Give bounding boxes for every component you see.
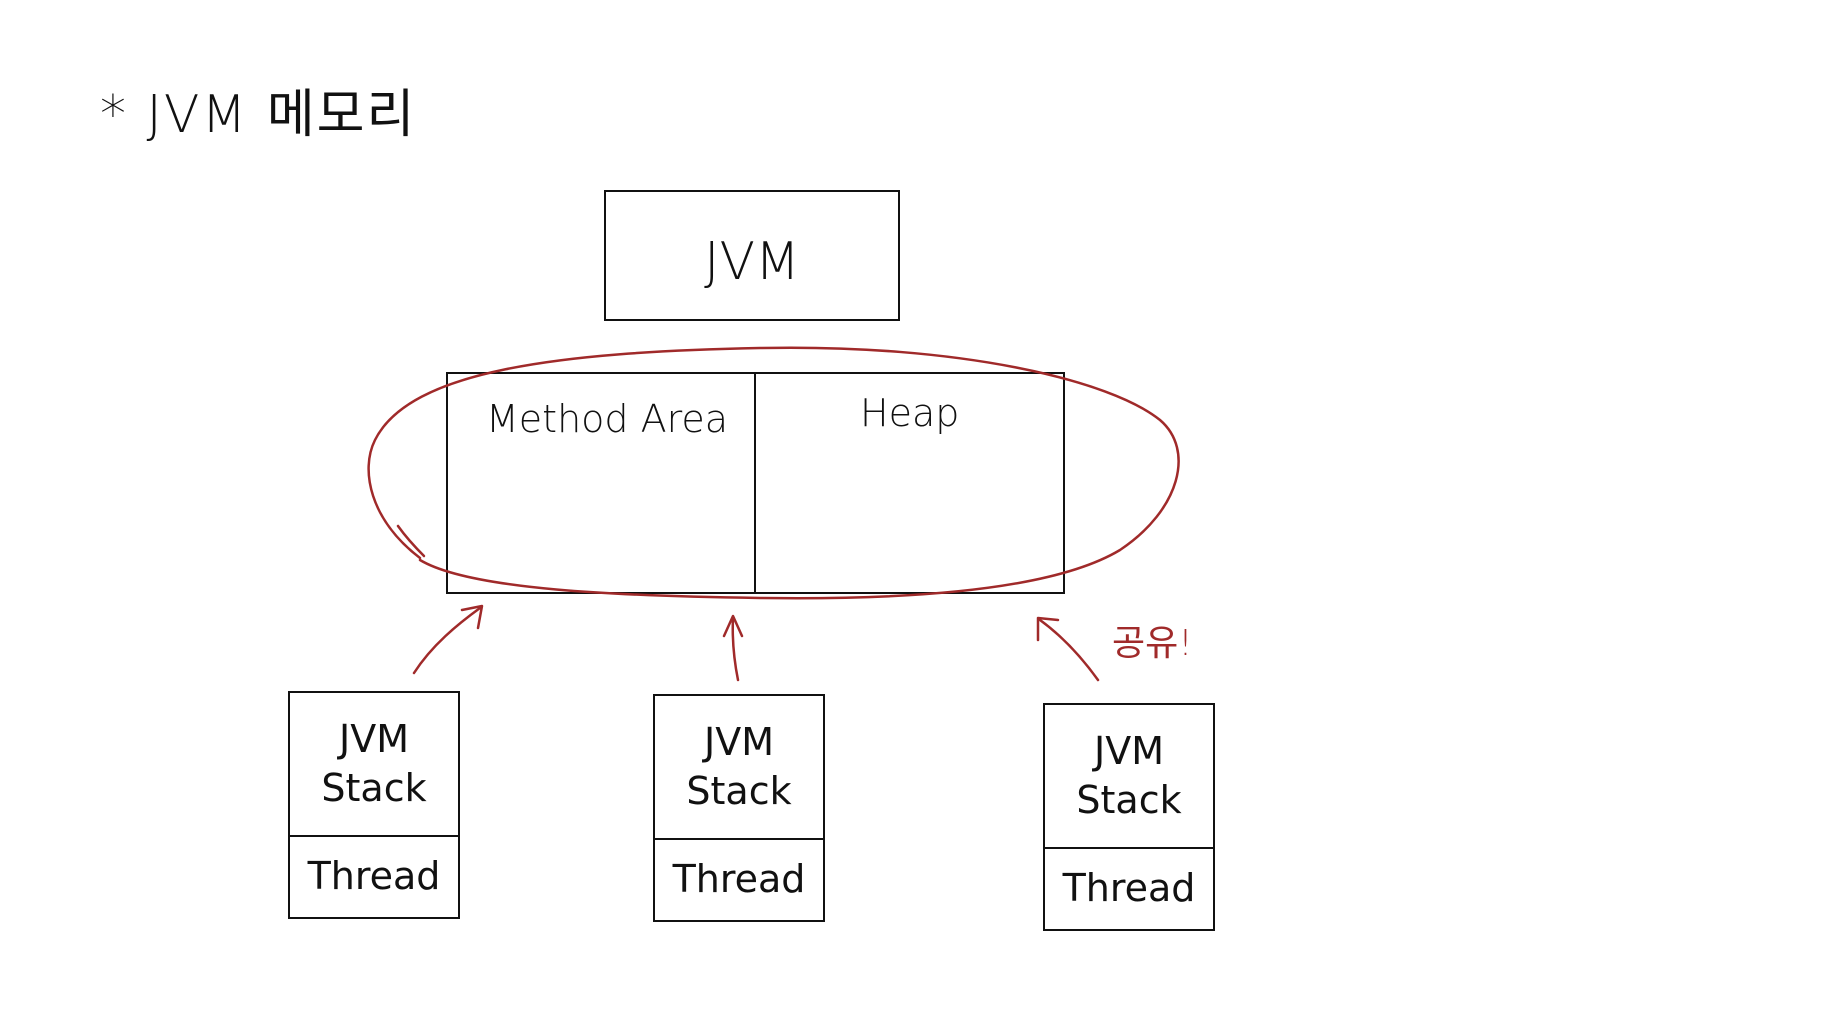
area-divider bbox=[754, 374, 756, 592]
jvm-stack-label-line1: JVM bbox=[704, 719, 774, 764]
arrow-head-thread-3 bbox=[1036, 616, 1060, 642]
jvm-stack-label-line2: Stack bbox=[321, 766, 427, 810]
thread-section: Thread bbox=[1045, 847, 1213, 929]
jvm-stack-label-line1: JVM bbox=[339, 716, 409, 761]
ellipse-tail-stroke bbox=[396, 524, 426, 558]
thread-label: Thread bbox=[1062, 866, 1196, 910]
thread-stack-3: JVM Stack Thread bbox=[1043, 703, 1215, 931]
shared-annotation-label: 공유! bbox=[1112, 623, 1193, 664]
heap-label: Heap bbox=[860, 391, 960, 435]
thread-label: Thread bbox=[307, 854, 441, 898]
thread-section: Thread bbox=[290, 835, 458, 917]
shared-memory-ellipse bbox=[367, 346, 1180, 600]
thread-stack-2: JVM Stack Thread bbox=[653, 694, 825, 922]
jvm-box-label: JVM bbox=[704, 232, 800, 292]
method-area-label: Method Area bbox=[486, 397, 729, 441]
thread-section: Thread bbox=[655, 838, 823, 920]
arrow-head-thread-1 bbox=[460, 604, 484, 630]
arrow-thread-3 bbox=[1038, 618, 1100, 682]
jvm-stack-section: JVM Stack bbox=[1045, 705, 1213, 849]
arrow-head-thread-2 bbox=[722, 614, 744, 638]
jvm-stack-section: JVM Stack bbox=[655, 696, 823, 840]
shared-memory-box: Method Area Heap bbox=[446, 372, 1065, 594]
thread-stack-1: JVM Stack Thread bbox=[288, 691, 460, 919]
jvm-stack-label-line1: JVM bbox=[1094, 728, 1164, 773]
jvm-stack-label-line2: Stack bbox=[686, 769, 792, 813]
jvm-stack-section: JVM Stack bbox=[290, 693, 458, 837]
page-title: * JVM 메모리 bbox=[100, 85, 417, 145]
arrow-thread-1 bbox=[412, 606, 482, 675]
jvm-box: JVM bbox=[604, 190, 900, 321]
jvm-stack-label-line2: Stack bbox=[1076, 778, 1182, 822]
thread-label: Thread bbox=[672, 857, 806, 901]
arrow-thread-2 bbox=[731, 616, 740, 682]
